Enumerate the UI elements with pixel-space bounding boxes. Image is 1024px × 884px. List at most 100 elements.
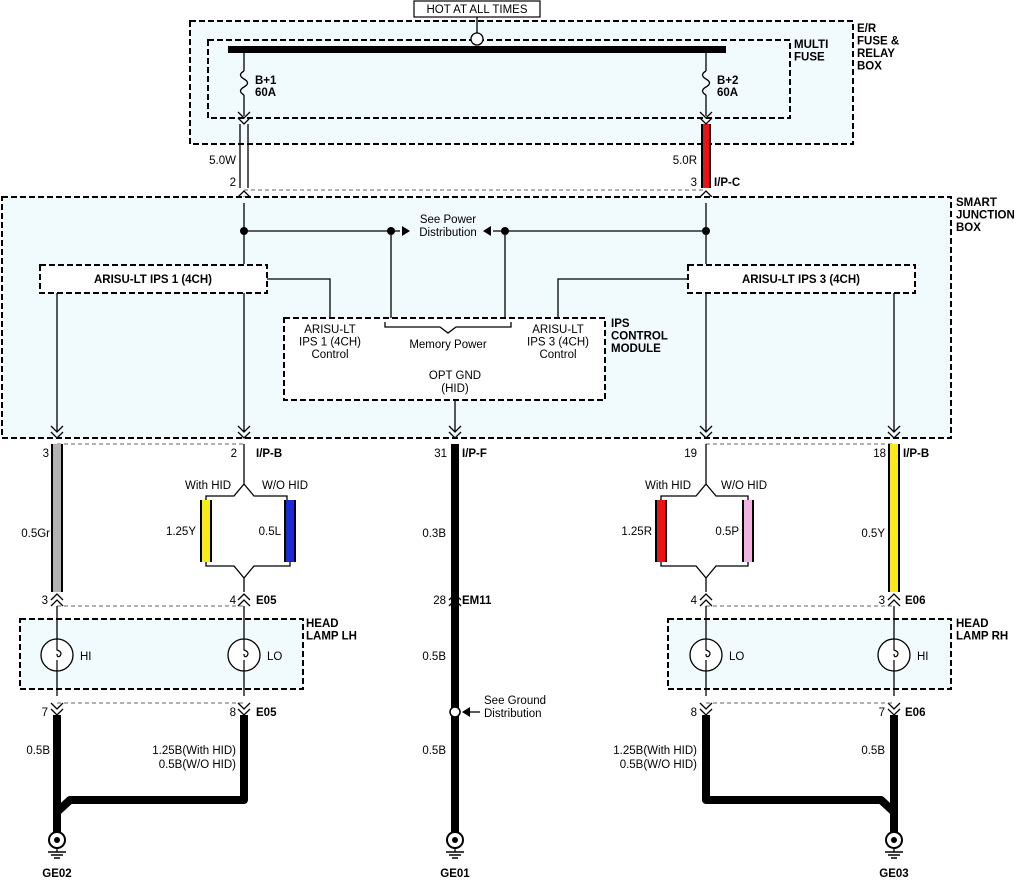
fuse-b2-icon (701, 53, 711, 116)
ground-distribution-label: Distribution (484, 708, 542, 720)
wire-lh-lo-blue (284, 500, 296, 562)
lamp-rh-hi-label: HI (917, 651, 929, 663)
pin-label: 8 (230, 707, 236, 719)
wire-rh-hi-yellow (888, 444, 900, 592)
connector-chevron (699, 425, 713, 439)
connector-chevron (237, 702, 251, 716)
ips1-ctrl-link (267, 278, 331, 318)
wire-label-lh-hi: 0.5Gr (21, 528, 50, 540)
hot-terminal (470, 32, 484, 46)
arrow-left-icon (483, 226, 491, 236)
wire-rh-lo-red (655, 500, 667, 562)
connector-label-e05-bottom: E05 (256, 707, 277, 719)
connector-chevron (887, 593, 901, 607)
text-line: ARISU-LT (304, 324, 356, 336)
connector-chevron (448, 593, 462, 607)
connector-label-ipb-right: I/P-B (903, 448, 929, 460)
fuse-b1-name: B+1 (255, 75, 277, 87)
text-line: Control (311, 349, 348, 361)
connector-label-ipc: I/P-C (714, 177, 740, 189)
ips3-box (687, 264, 916, 294)
ground-icon (48, 831, 66, 859)
connector-chevron (50, 702, 64, 716)
splice-dot (240, 227, 248, 235)
connector-chevron (699, 111, 713, 125)
pin-label: 31 (434, 448, 447, 460)
wire-lh-lo-yellow (200, 500, 212, 562)
text-line: HEAD (956, 618, 989, 630)
wire-label-center-mid: 0.5B (422, 651, 446, 663)
wire-label-rh-gnd-hi: 0.5B (861, 745, 885, 757)
pin-label: 4 (230, 595, 237, 607)
fuse-b1-rating: 60A (255, 87, 276, 99)
ground-splice-icon (449, 706, 461, 718)
opt-gnd-label: OPT GND (429, 370, 481, 382)
ground-wire-rh (702, 715, 898, 832)
lamp-lh-lo-label: LO (267, 651, 282, 663)
fuse-b2-rating: 60A (717, 87, 738, 99)
pin-label: 2 (231, 448, 237, 460)
connector-label-e06-top: E06 (905, 595, 925, 607)
text-line: RELAY (857, 48, 895, 60)
wire-label-lh-lo-hid: 1.25Y (166, 526, 196, 538)
connector-chevron (237, 111, 251, 125)
wire-label-rh-hi: 0.5Y (861, 528, 885, 540)
text-line: ARISU-LT (532, 324, 584, 336)
wire-label-left-supply: 5.0W (209, 155, 236, 167)
power-bus-bar (228, 46, 726, 53)
wire-lh-hi-gray (51, 444, 63, 592)
text-line: FUSE & (857, 36, 899, 48)
splice-dot (702, 227, 710, 235)
wire-label-center-top: 0.3B (422, 528, 446, 540)
rh-lo-split (660, 444, 749, 500)
see-ground-label: See Ground (484, 695, 546, 707)
connector-chevron (448, 425, 462, 439)
wire-label-center-bot: 0.5B (422, 745, 446, 757)
ips1-box (39, 264, 268, 294)
ground-wire-lh (53, 715, 248, 832)
text-line: BOX (857, 61, 882, 73)
ips1-label: ARISU-LT IPS 1 (4CH) (94, 274, 212, 286)
text-line: JUNCTION (956, 210, 1015, 222)
connector-chevron (237, 425, 251, 439)
hid-label: (HID) (441, 383, 469, 395)
lh-lo-split (205, 444, 288, 500)
text-line: LAMP LH (306, 631, 357, 643)
pin-label: 18 (873, 448, 886, 460)
lamp-lh-hi-label: HI (80, 651, 92, 663)
arrow-right-icon (402, 226, 410, 236)
pin-label: 3 (879, 595, 885, 607)
ground-label-ge02: GE02 (42, 868, 71, 880)
pin-label: 3 (43, 448, 49, 460)
text-line: LAMP RH (956, 631, 1008, 643)
ground-label-ge03: GE03 (879, 868, 908, 880)
text-line: MODULE (611, 343, 661, 355)
pin-label: 7 (42, 707, 48, 719)
with-hid-label-left: With HID (185, 480, 231, 492)
power-distribution-label: Distribution (419, 227, 477, 239)
bulb-icon (877, 638, 911, 672)
connector-label-em11: EM11 (462, 595, 492, 607)
pin-label: 4 (691, 595, 698, 607)
ips-control-module-box (283, 317, 606, 401)
connector-label-e05-top: E05 (256, 595, 277, 607)
ips3-label: ARISU-LT IPS 3 (4CH) (742, 274, 860, 286)
bulb-icon (227, 638, 261, 672)
with-hid-label-right: With HID (645, 480, 691, 492)
connector-chevron (237, 593, 251, 607)
wire-rh-lo-pink (742, 500, 754, 562)
text-line: HEAD (306, 618, 339, 630)
see-power-label: See Power (420, 214, 476, 226)
wire-label-rh-lo-wo: 0.5P (715, 526, 739, 538)
connector-chevron (50, 425, 64, 439)
connector-label-e06-bottom: E06 (905, 707, 925, 719)
text-line: FUSE (794, 52, 825, 64)
wire-label-rh-lo-hid: 1.25R (621, 526, 652, 538)
ips3-ctrl-link (557, 278, 688, 318)
